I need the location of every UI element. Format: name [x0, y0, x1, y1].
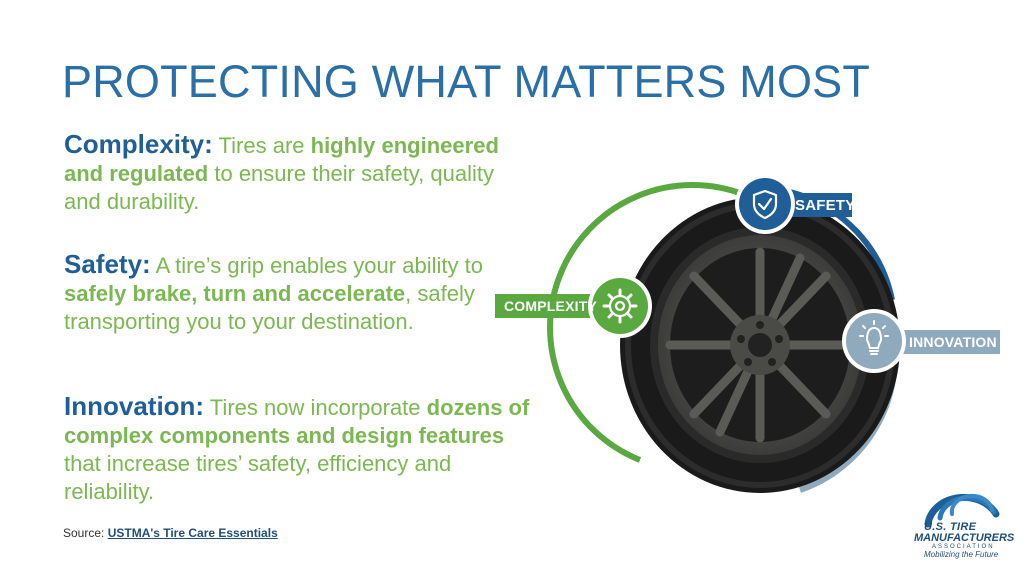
logo-tagline: Mobilizing the Future [924, 550, 999, 559]
complexity-label: COMPLEXITY [504, 298, 598, 314]
source-prefix: Source: [63, 526, 108, 540]
safety-paragraph: Safety: A tire’s grip enables your abili… [64, 250, 534, 336]
complexity-bold: highly engineered and regulated [64, 133, 499, 186]
lightbulb-icon [859, 320, 889, 355]
safety-text-1: A tire’s grip enables your ability to [150, 253, 483, 278]
complexity-text-2: to ensure their safety, quality and dura… [64, 161, 494, 214]
innovation-heading: Innovation: [64, 391, 205, 421]
safety-label: SAFETY [795, 197, 856, 214]
safety-badge [739, 178, 791, 230]
complexity-badge [592, 278, 648, 334]
innovation-bold: dozens of complex components and design … [64, 395, 530, 448]
innovation-label-bg [900, 330, 1000, 354]
complexity-paragraph: Complexity: Tires are highly engineered … [64, 130, 534, 216]
safety-heading: Safety: [64, 249, 151, 279]
gear-icon [602, 288, 638, 324]
complexity-label-bg [495, 294, 595, 318]
innovation-text-2: that increase tires’ safety, efficiency … [64, 451, 452, 504]
logo-line-2: MANUFACTURERS [914, 532, 1015, 544]
innovation-badge [846, 313, 902, 369]
safety-label-bg [788, 193, 852, 217]
logo-line-3: ASSOCIATION [932, 544, 995, 550]
ustma-logo-mark [924, 493, 1000, 528]
innovation-paragraph: Innovation: Tires now incorporate dozens… [64, 392, 534, 506]
complexity-text-1: Tires are [212, 133, 311, 158]
complexity-arc [547, 182, 747, 463]
complexity-heading: Complexity: [64, 129, 213, 159]
innovation-text-1: Tires now incorporate [204, 395, 427, 420]
logo-line-1: U.S. TIRE [924, 521, 977, 533]
innovation-label: INNOVATION [909, 334, 997, 350]
safety-bold: safely brake, turn and accelerate [64, 281, 406, 306]
page-title: PROTECTING WHAT MATTERS MOST [62, 56, 871, 107]
safety-text-2: , safely transporting you to your destin… [64, 281, 475, 334]
shield-icon [752, 189, 778, 220]
source-link[interactable]: USTMA's Tire Care Essentials [107, 526, 278, 540]
source-line: Source: USTMA's Tire Care Essentials [63, 526, 278, 540]
